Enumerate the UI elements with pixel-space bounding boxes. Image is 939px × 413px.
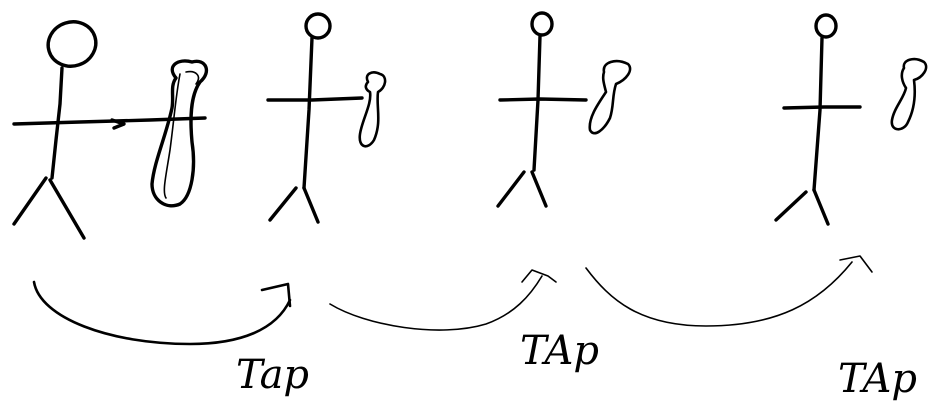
blob-object-3	[590, 61, 630, 133]
frame-3	[498, 13, 630, 206]
legs-4	[776, 190, 828, 224]
arrowhead-1	[262, 284, 290, 306]
stick-figure-3	[498, 13, 586, 206]
body-3	[534, 36, 540, 170]
frame-4	[776, 15, 926, 224]
frame-1	[14, 16, 206, 238]
arrow-curve-1	[34, 282, 290, 344]
head-3	[532, 13, 552, 35]
transition-arrow-3	[586, 256, 872, 326]
blob-outline-3	[590, 61, 630, 133]
arrow-curve-2	[330, 276, 542, 330]
blob-top-stroke-1	[186, 72, 198, 84]
frame-2	[268, 14, 385, 222]
body-4	[814, 38, 822, 190]
arrow-curve-3	[586, 262, 852, 326]
blob-outline-4	[892, 59, 926, 129]
blob-object-4	[892, 59, 926, 129]
legs-3	[498, 172, 546, 206]
arm-3	[500, 99, 586, 100]
legs-1	[14, 178, 84, 238]
legs-2	[270, 188, 318, 222]
stick-figure-4	[776, 15, 860, 224]
stick-figure-2	[268, 14, 362, 222]
tap-label-1: Tap	[236, 352, 309, 398]
head-1	[42, 16, 101, 73]
arm-2	[268, 98, 362, 100]
blob-object-2	[360, 72, 385, 146]
transition-arrow-1	[34, 282, 290, 344]
blob-object-1	[152, 61, 206, 206]
arm-4	[784, 107, 860, 108]
blob-outline-2	[360, 72, 385, 146]
tap-label-2: TAp	[520, 328, 599, 374]
tap-label-3: TAp	[838, 356, 917, 402]
head-4	[816, 15, 836, 37]
arm-1	[14, 118, 205, 124]
head-2	[306, 14, 330, 38]
transition-arrow-2	[330, 270, 556, 330]
body-2	[304, 38, 312, 188]
